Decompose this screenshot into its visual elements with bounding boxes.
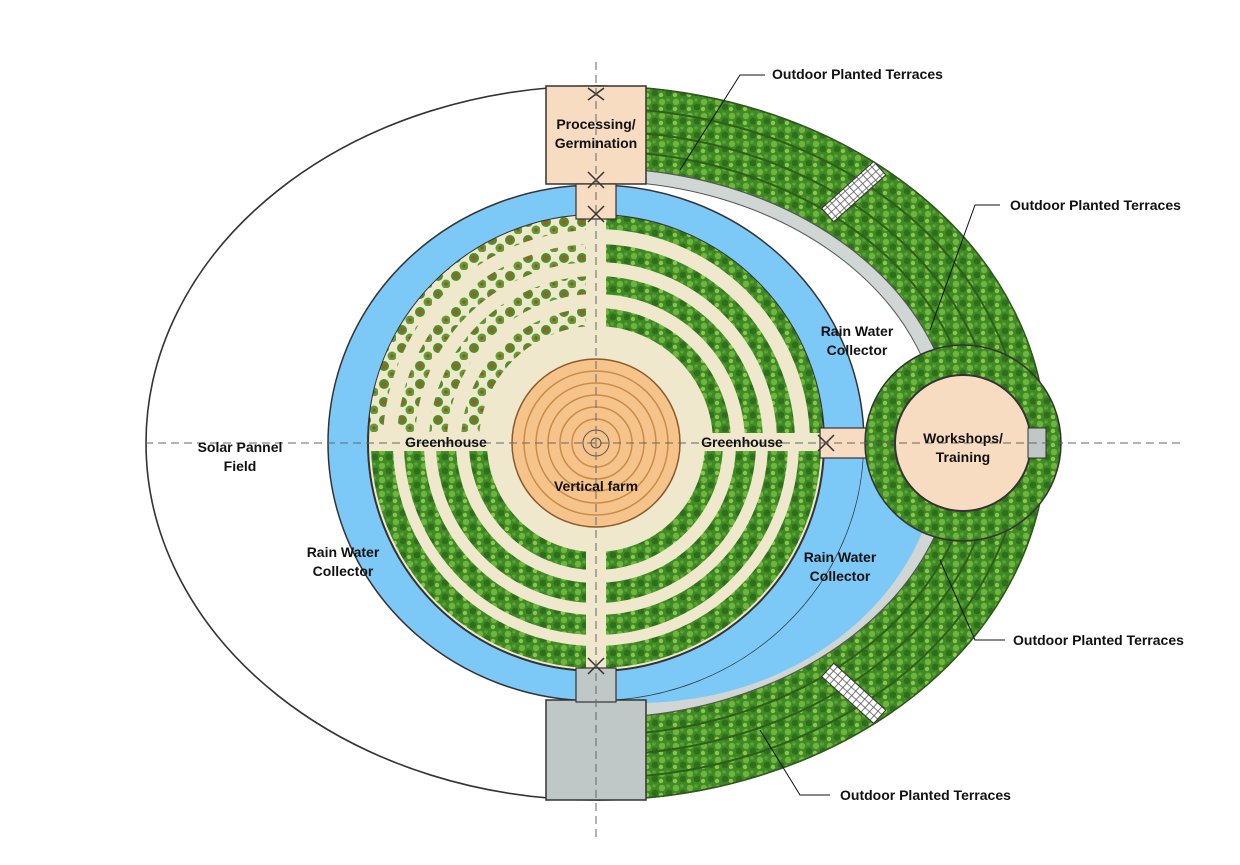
label-rain-water-lower: Rain Water (804, 549, 877, 565)
label-collector-lower: Collector (810, 568, 871, 584)
label-rain-water-left: Rain Water (307, 544, 380, 560)
label-outdoor-terraces-right-lower: Outdoor Planted Terraces (1013, 632, 1184, 648)
leader-line (929, 204, 1000, 331)
leader-line (679, 74, 765, 171)
label-solar-panel: Solar Pannel (198, 439, 283, 455)
label-outdoor-terraces-bottom: Outdoor Planted Terraces (840, 787, 1011, 803)
label-workshops: Workshops/ (923, 430, 1003, 446)
label-greenhouse-left: Greenhouse (405, 434, 487, 450)
label-collector-left: Collector (313, 563, 374, 579)
leader-line (759, 729, 830, 796)
label-outdoor-terraces-right-upper: Outdoor Planted Terraces (1010, 197, 1181, 213)
label-training: Training (936, 449, 990, 465)
terrace-bridge (820, 160, 887, 223)
label-germination: Germination (555, 135, 637, 151)
leader-line (939, 559, 1005, 641)
terrace-bridge (820, 662, 887, 725)
label-solar-field: Field (224, 458, 257, 474)
label-rain-water-upper: Rain Water (821, 323, 894, 339)
label-greenhouse-right: Greenhouse (701, 434, 783, 450)
label-collector-upper: Collector (827, 342, 888, 358)
door-icon (587, 205, 605, 223)
label-processing: Processing/ (556, 116, 635, 132)
label-outdoor-terraces-top: Outdoor Planted Terraces (772, 66, 943, 82)
label-vertical-farm: Vertical farm (554, 478, 638, 494)
